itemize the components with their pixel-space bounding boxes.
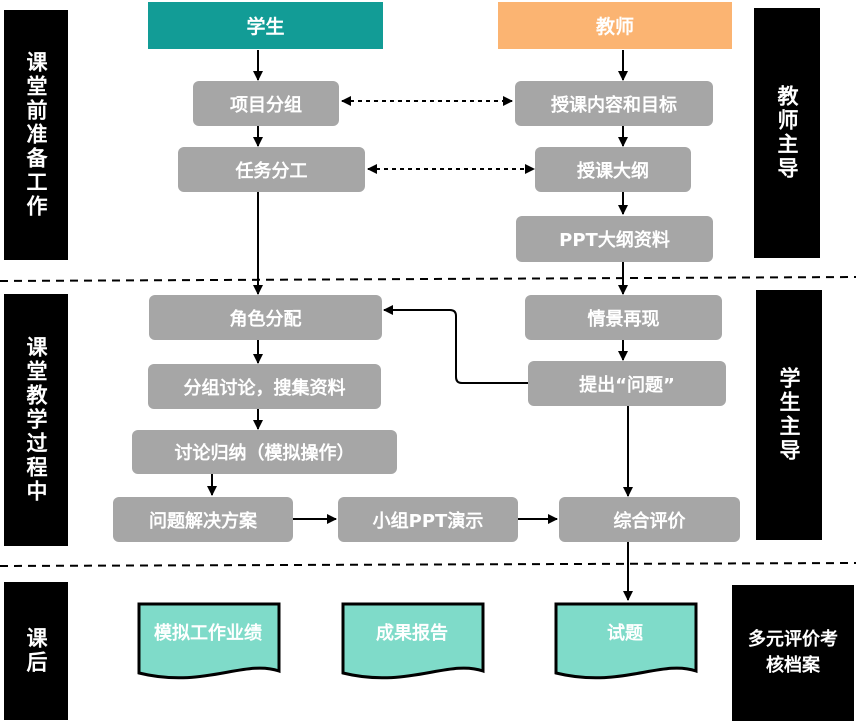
document-shape-icon (554, 602, 698, 680)
doc-exam-text: 试题 (607, 623, 643, 644)
document-shape-icon (341, 602, 485, 680)
box-evaluation: 综合评价 (559, 497, 740, 542)
label-student-led-text: 学生主导 (777, 367, 801, 463)
box-evaluation-text: 综合评价 (613, 510, 686, 532)
box-group-discussion-text: 分组讨论，搜集资料 (183, 377, 346, 399)
label-pre-class-text: 课堂前准备工作 (24, 51, 48, 219)
box-scene-text: 情景再现 (587, 308, 660, 330)
document-shape-icon (137, 602, 281, 680)
label-after-class-text: 课后 (24, 627, 48, 675)
box-group-discussion: 分组讨论，搜集资料 (148, 364, 381, 409)
doc-results-report: 成果报告 (338, 601, 486, 683)
label-student-led: 学生主导 (756, 290, 822, 540)
doc-work-performance-text: 模拟工作业绩 (154, 623, 262, 644)
box-project-grouping-text: 项目分组 (230, 94, 302, 116)
label-pre-class: 课堂前准备工作 (4, 10, 68, 260)
header-student-text: 学生 (246, 16, 285, 38)
box-summary: 讨论归纳（模拟操作） (132, 430, 397, 474)
box-scene: 情景再现 (525, 295, 722, 340)
arrow-question-to-role (383, 305, 528, 384)
box-solution-text: 问题解决方案 (149, 510, 257, 532)
section-divider-2 (0, 562, 856, 567)
section-divider-1 (0, 276, 856, 282)
header-student: 学生 (148, 2, 383, 49)
label-after-class: 课后 (4, 582, 68, 720)
header-teacher: 教师 (498, 2, 732, 49)
box-role-assignment: 角色分配 (149, 295, 382, 340)
header-teacher-text: 教师 (595, 16, 634, 38)
box-task-division-text: 任务分工 (235, 160, 308, 182)
box-teaching-content: 授课内容和目标 (515, 81, 713, 126)
box-question-text: 提出“问题” (579, 374, 675, 396)
label-evaluation-archive-text: 多元评价考核档案 (748, 629, 838, 676)
box-solution: 问题解决方案 (113, 497, 293, 542)
label-evaluation-archive: 多元评价考核档案 (732, 585, 854, 721)
box-role-assignment-text: 角色分配 (229, 308, 302, 330)
box-syllabus-text: 授课大纲 (577, 160, 649, 182)
label-in-class: 课堂教学过程中 (4, 294, 68, 546)
box-task-division: 任务分工 (178, 147, 365, 192)
doc-results-report-text: 成果报告 (376, 623, 448, 644)
box-summary-text: 讨论归纳（模拟操作） (174, 443, 355, 464)
box-ppt-demo-text: 小组PPT演示 (372, 510, 484, 532)
label-in-class-text: 课堂教学过程中 (24, 336, 48, 504)
box-syllabus: 授课大纲 (535, 147, 691, 192)
doc-exam: 试题 (551, 601, 699, 683)
doc-work-performance: 模拟工作业绩 (134, 601, 282, 683)
label-teacher-led: 教师主导 (754, 8, 820, 258)
box-ppt-outline-text: PPT大纲资料 (559, 230, 670, 251)
box-teaching-content-text: 授课内容和目标 (551, 94, 677, 116)
box-question: 提出“问题” (528, 361, 726, 406)
box-project-grouping: 项目分组 (193, 81, 339, 126)
label-teacher-led-text: 教师主导 (775, 85, 799, 181)
box-ppt-outline: PPT大纲资料 (516, 216, 713, 262)
box-ppt-demo: 小组PPT演示 (338, 497, 518, 542)
